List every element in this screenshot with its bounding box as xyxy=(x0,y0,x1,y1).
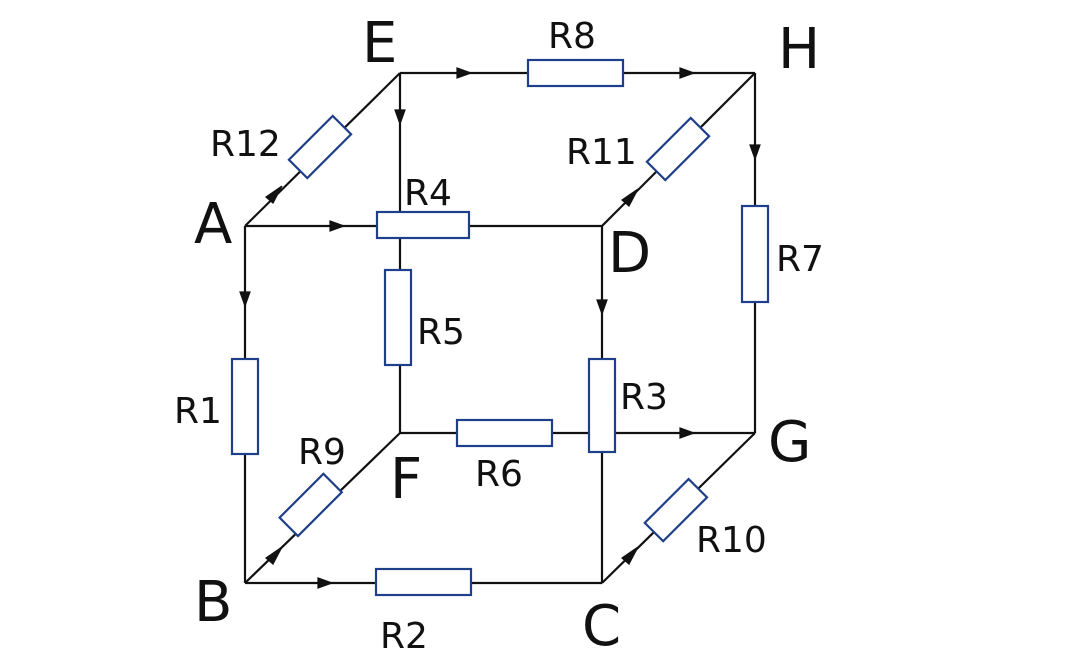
resistor-label-r1: R1 xyxy=(174,391,222,432)
node-label-c: C xyxy=(582,594,621,659)
resistor-r1 xyxy=(230,357,260,456)
arrow-right-icon xyxy=(679,427,696,439)
arrow-down-icon xyxy=(596,299,608,316)
arrow-up-right-icon xyxy=(265,185,283,204)
node-labels: A B C D E F G H xyxy=(194,11,820,659)
arrow-right-icon xyxy=(456,67,473,79)
resistor-label-r7: R7 xyxy=(776,239,824,280)
arrow-up-right-icon xyxy=(265,546,283,565)
arrow-up-right-icon xyxy=(621,188,639,207)
resistor-label-r8: R8 xyxy=(548,16,596,57)
arrow-right-icon xyxy=(329,220,346,232)
resistor-label-r2: R2 xyxy=(380,616,428,657)
arrow-down-icon xyxy=(394,109,406,126)
node-label-a: A xyxy=(194,192,232,257)
arrow-down-icon xyxy=(749,144,761,161)
resistor-r4 xyxy=(375,210,471,240)
node-label-b: B xyxy=(194,570,232,635)
node-label-g: G xyxy=(768,410,811,475)
resistor-r7 xyxy=(740,204,770,304)
resistor-r5 xyxy=(383,268,413,367)
arrow-up-right-icon xyxy=(621,546,639,565)
resistor-r10 xyxy=(643,477,709,543)
resistors xyxy=(230,58,770,597)
resistor-label-r6: R6 xyxy=(475,454,523,495)
node-label-h: H xyxy=(778,17,820,82)
resistor-r2 xyxy=(374,567,473,597)
resistor-r11 xyxy=(645,116,711,182)
resistor-r9 xyxy=(278,472,344,538)
resistor-label-r10: R10 xyxy=(696,520,767,561)
arrow-down-icon xyxy=(239,291,251,308)
resistor-label-r4: R4 xyxy=(404,173,452,214)
resistor-r6 xyxy=(455,418,554,448)
arrows xyxy=(239,67,761,589)
arrow-right-icon xyxy=(317,577,334,589)
node-label-f: F xyxy=(390,447,422,512)
resistor-label-r12: R12 xyxy=(210,124,281,165)
resistor-label-r3: R3 xyxy=(620,377,668,418)
resistor-r8 xyxy=(526,58,625,88)
resistor-r3 xyxy=(587,357,617,454)
resistor-labels: R1 R2 R3 R4 R5 R6 R7 R8 R9 R10 R11 R12 xyxy=(174,16,824,657)
resistor-label-r9: R9 xyxy=(298,432,346,473)
resistor-label-r11: R11 xyxy=(566,132,637,173)
resistor-r12 xyxy=(287,114,353,180)
arrow-right-icon xyxy=(679,67,696,79)
resistor-label-r5: R5 xyxy=(417,312,465,353)
node-label-e: E xyxy=(362,11,397,76)
node-label-d: D xyxy=(608,221,651,286)
